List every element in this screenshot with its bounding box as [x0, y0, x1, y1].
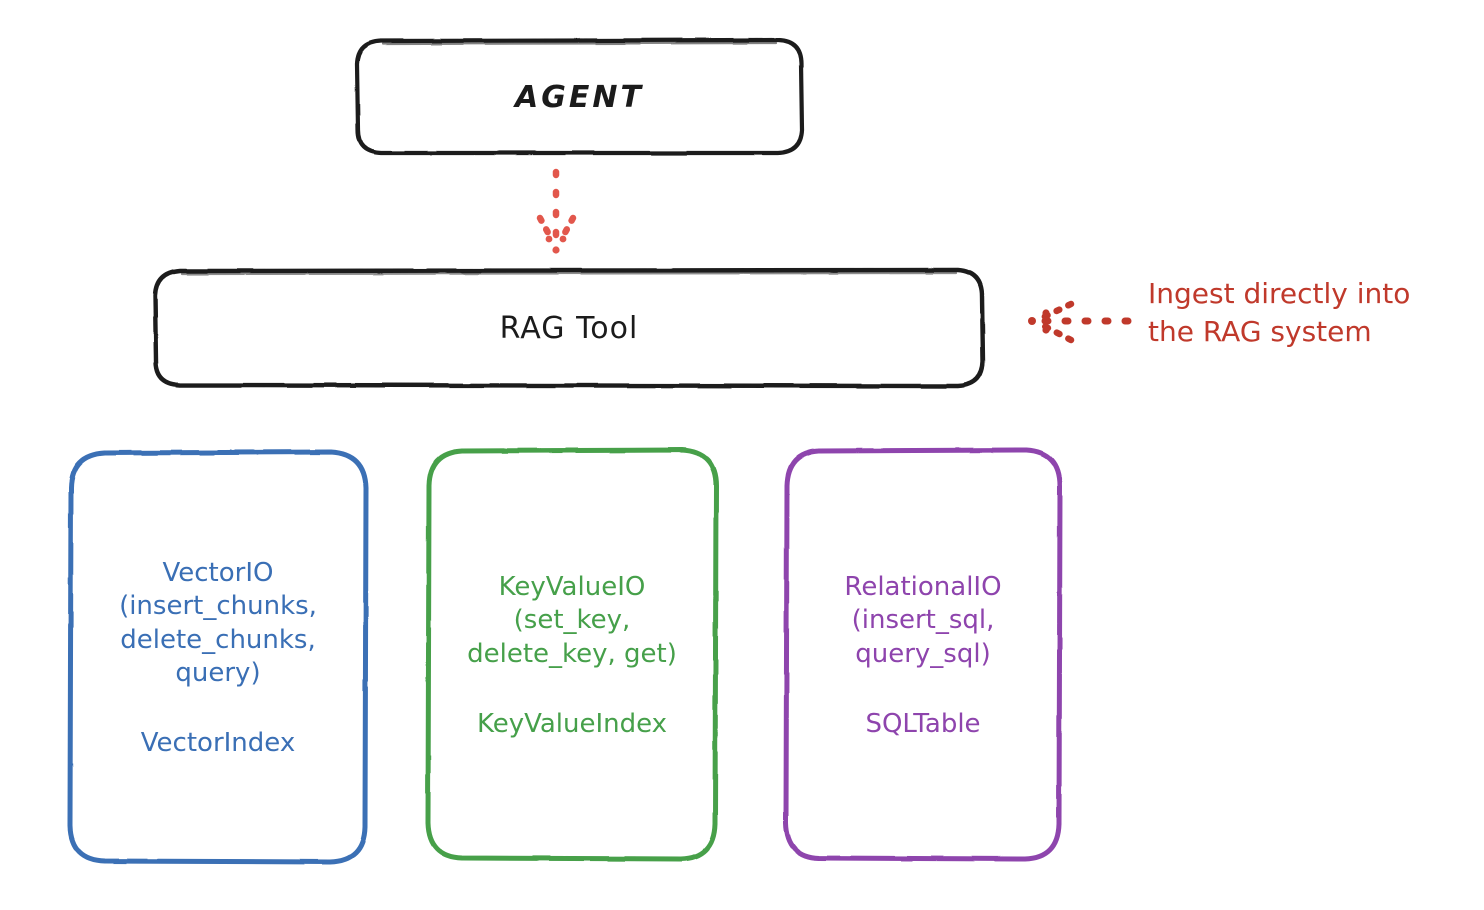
key-value-io-signature: KeyValueIO (set_key, delete_key, get) — [467, 572, 677, 669]
key-value-io-box-outline — [425, 447, 719, 862]
vector-index-label: VectorIndex — [140, 728, 296, 759]
agent-box-outline — [354, 37, 805, 156]
node-key-value-io[interactable]: KeyValueIO (set_key, delete_key, get) Ke… — [428, 450, 716, 860]
node-rag-tool[interactable]: RAG Tool — [155, 270, 983, 386]
node-vector-io[interactable]: VectorIO (insert_chunks, delete_chunks, … — [70, 452, 366, 863]
vector-io-box-outline — [67, 449, 369, 865]
node-relational-io[interactable]: RelationalIO (insert_sql, query_sql) SQL… — [786, 450, 1060, 860]
vector-io-signature: VectorIO (insert_chunks, delete_chunks, … — [119, 557, 317, 688]
relational-io-box-outline — [783, 447, 1063, 862]
ingest-arrow — [1028, 300, 1132, 344]
node-agent-label: AGENT — [515, 79, 644, 115]
agent-to-rag-connector — [536, 168, 577, 256]
node-rag-tool-label: RAG Tool — [499, 310, 639, 346]
rag-tool-box-outline — [152, 267, 986, 389]
relational-io-signature: RelationalIO (insert_sql, query_sql) — [844, 572, 1002, 669]
node-agent[interactable]: AGENT — [357, 40, 802, 154]
sql-table-label: SQLTable — [865, 708, 981, 739]
ingest-annotation-text: Ingest directly into the RAG system — [1148, 277, 1411, 348]
key-value-index-label: KeyValueIndex — [476, 708, 668, 739]
